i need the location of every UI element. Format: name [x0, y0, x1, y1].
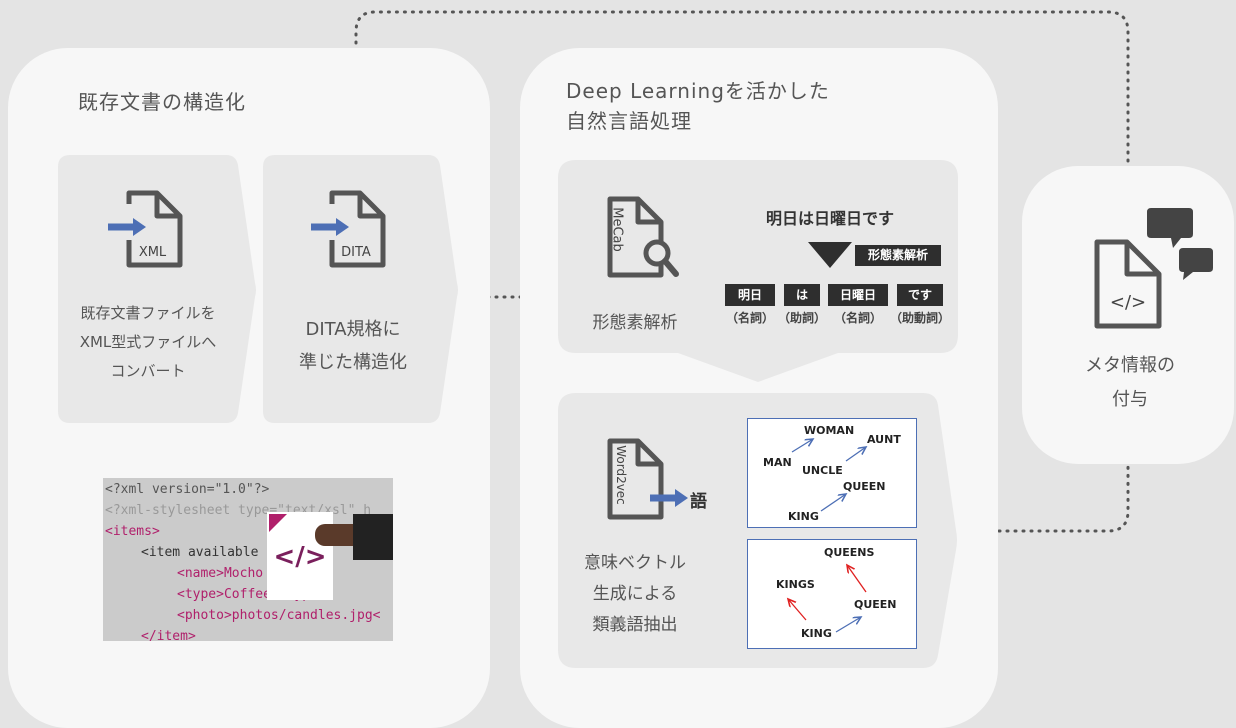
arrow-uncle-aunt [845, 447, 866, 462]
top-loop-connector [354, 10, 1130, 187]
w2v-caption: 意味ベクトル 生成による 類義語抽出 [584, 553, 686, 635]
structuring-title: 既存文書の構造化 [78, 90, 246, 114]
speech-bubble-large-icon [1147, 208, 1193, 248]
word2vec-icon-label: Word2vec [614, 445, 628, 505]
arrow-king-queen-2 [835, 617, 861, 633]
dita-file-icon [311, 190, 386, 268]
metadata-file-icon [1094, 208, 1213, 329]
arrow-queen-queens [847, 565, 867, 593]
nlp-title: Deep Learningを活かした 自然言語処理 [566, 79, 830, 133]
speech-bubble-small-icon [1179, 248, 1213, 280]
code-line-8: </item> [141, 629, 196, 641]
vector-arrows-plural [748, 540, 867, 633]
hand-graphic [315, 524, 363, 546]
label-woman: WOMAN [804, 424, 855, 437]
xml-code-image: <?xml version="1.0"?> <?xml-stylesheet t… [103, 478, 393, 641]
pos-ha: （助詞） [777, 311, 826, 325]
word2vec-file-icon [607, 438, 688, 520]
label-queen-2: QUEEN [854, 598, 897, 611]
token-ashita: 明日 [725, 284, 775, 306]
mecab-file-icon [607, 196, 679, 278]
sample-sentence: 明日は日曜日です [765, 209, 894, 228]
label-man: MAN [763, 456, 792, 469]
dita-step-card [263, 155, 458, 423]
vector-arrows-gender [791, 419, 916, 512]
corner-accent [269, 514, 287, 532]
vector-box-gender: WOMAN AUNT MAN UNCLE QUEEN KING [747, 418, 917, 528]
arrow-man-woman [791, 439, 813, 453]
left-step-cards [58, 155, 458, 423]
code-line-7: <photo>photos/candles.jpg< [177, 608, 381, 623]
token-desu: です [897, 284, 943, 306]
xml-step-text: 既存文書ファイルを XML型式ファイルへ コンバート [79, 304, 217, 380]
morph-badge: 形態素解析 [855, 245, 941, 266]
metadata-label: メタ情報の 付与 [1085, 355, 1175, 410]
token-ha: は [784, 284, 820, 306]
label-uncle: UNCLE [802, 464, 843, 477]
mecab-icon-label: MeCab [609, 207, 625, 252]
morph-caption: 形態素解析 [592, 313, 678, 333]
code-line-1: <?xml version="1.0"?> [105, 482, 270, 497]
pos-ashita: （名詞） [725, 311, 774, 325]
pos-nichiyoubi: （名詞） [833, 311, 882, 325]
code-line-5: <name>Mocho [177, 566, 264, 581]
token-nichiyoubi: 日曜日 [828, 284, 888, 306]
label-queens: QUEENS [824, 546, 875, 559]
split-arrow [808, 242, 852, 268]
code-line-4: <item available [141, 545, 259, 560]
label-queen: QUEEN [843, 480, 886, 493]
xml-icon-label: XML [138, 245, 167, 260]
label-king: KING [788, 510, 819, 523]
metadata-panel [1022, 166, 1234, 464]
xml-file-icon [108, 190, 183, 268]
xml-step-card [58, 155, 256, 423]
arrow-king-kings [788, 599, 807, 621]
label-kings: KINGS [776, 578, 815, 591]
word2vec-output-label: 語 [690, 492, 707, 512]
vector-box-plural: QUEENS KINGS QUEEN KING [747, 539, 917, 649]
pos-desu: （助動詞） [889, 311, 950, 325]
label-king-2: KING [801, 627, 832, 640]
label-aunt: AUNT [867, 433, 901, 446]
code-overlay-icon: </> [273, 542, 327, 572]
code-line-3: <items> [105, 524, 160, 539]
dita-step-text: DITA規格に 準じた構造化 [299, 319, 407, 373]
dita-icon-label: DITA [341, 245, 371, 260]
metadata-icon-label: </> [1109, 292, 1147, 313]
arrow-king-queen [820, 494, 846, 512]
sleeve-graphic [353, 514, 393, 560]
